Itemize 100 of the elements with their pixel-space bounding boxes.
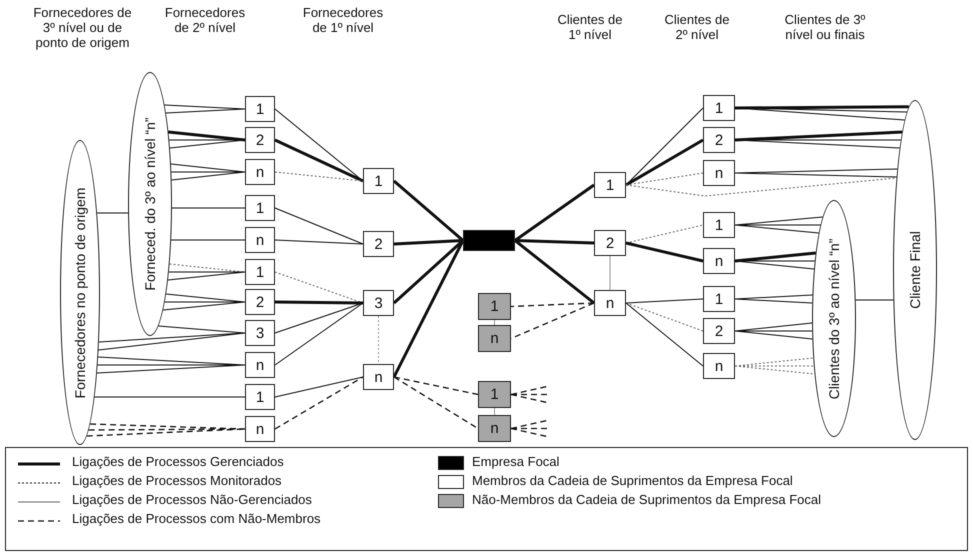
connector-line (94, 396, 246, 398)
column-header: Fornecedores de 3º nível ou de ponto de origem (32, 5, 133, 50)
connector-line (734, 298, 813, 304)
connector-line (626, 302, 704, 366)
member-box: 1 (703, 286, 735, 312)
member-box: n (245, 227, 275, 253)
ellipse-label: Clientes do 3º ao nível “n” (826, 238, 842, 399)
member-box: 1 (363, 168, 394, 194)
member-box: 1 (245, 259, 275, 285)
connector-line (394, 376, 478, 430)
connector-line (510, 428, 548, 438)
connector-line (274, 208, 364, 244)
connector-line (734, 216, 824, 226)
non-member-box: n (478, 415, 511, 442)
connector-line (168, 272, 246, 280)
connector-line (98, 332, 246, 350)
connector-line (626, 178, 897, 196)
member-box: n (703, 160, 735, 186)
connector-line (511, 428, 547, 430)
connector-line (168, 130, 246, 142)
legend-label: Ligações de Processos Gerenciados (72, 454, 284, 469)
connector-line (734, 224, 820, 234)
connector-line (734, 130, 902, 142)
connector-line (88, 428, 245, 431)
connector-line (514, 184, 595, 242)
connector-line (274, 300, 364, 304)
connector-line (166, 294, 246, 302)
connector-line (394, 239, 464, 246)
member-box: n (245, 416, 275, 442)
tier-ellipse (60, 140, 100, 445)
ellipse-label: Forneced. do 3º ao nível “n” (142, 117, 158, 291)
connector-line (378, 316, 379, 364)
connector-line (734, 172, 898, 178)
connector-line (169, 264, 246, 272)
connector-line (626, 172, 704, 186)
legend-label: Empresa Focal (472, 454, 560, 469)
connector-line (86, 428, 246, 437)
connector-line (626, 298, 704, 304)
connector-line (165, 108, 246, 114)
legend-label: Membros da Cadeia de Suprimentos da Empresa Focal (472, 473, 793, 488)
connector-line (274, 376, 364, 430)
legend-label: Ligações de Processos com Não-Membros (72, 511, 321, 526)
connector-line (510, 302, 594, 308)
connector-line (394, 376, 478, 396)
ellipse-label: Fornecedores no ponto de origem (72, 187, 88, 398)
member-box: 3 (245, 320, 275, 346)
column-header: Clientes de 1º nível (556, 12, 624, 42)
ellipse-label: Cliente Final (907, 231, 923, 309)
member-box: 1 (245, 96, 275, 122)
member-box: n (703, 248, 735, 274)
member-box: 2 (245, 127, 275, 153)
non-member-box: 1 (478, 381, 511, 408)
connector-line (734, 252, 816, 262)
connector-line (171, 172, 246, 180)
column-header: Clientes de 3º nível ou finais (784, 12, 866, 42)
connector-line (98, 332, 246, 342)
column-header: Fornecedores de 2º nível (164, 5, 246, 35)
connector-line (734, 224, 821, 226)
member-box: n (703, 353, 735, 379)
connector-line (626, 302, 704, 332)
connector-line (274, 138, 364, 182)
connector-line (393, 180, 464, 242)
connector-line (511, 394, 547, 396)
connector-line (494, 408, 495, 416)
connector-line (514, 239, 594, 244)
connector-line (274, 240, 364, 244)
member-box: 1 (594, 172, 626, 198)
connector-line (625, 138, 704, 186)
member-box: n (245, 352, 275, 378)
connector-line (96, 212, 129, 214)
legend-label: Não-Membros da Cadeia de Suprimentos da Empresa Focal (472, 492, 822, 507)
connector-line (510, 386, 548, 396)
connector-line (626, 242, 704, 262)
member-box: 1 (245, 384, 275, 410)
connector-line (734, 330, 813, 340)
member-box: 1 (703, 95, 735, 121)
connector-line (274, 302, 364, 334)
member-box: 2 (594, 230, 626, 256)
column-header: Clientes de 2º nível (663, 12, 731, 42)
legend-label: Ligações de Processos Monitorados (72, 473, 282, 488)
member-box: n (363, 364, 394, 390)
member-box: 2 (703, 318, 735, 344)
connector-line (514, 239, 595, 304)
connector-line (734, 322, 812, 332)
connector-line (162, 302, 246, 310)
member-box: 2 (245, 289, 275, 315)
connector-line (96, 364, 246, 374)
connector-line (274, 376, 364, 398)
connector-line (274, 302, 364, 366)
member-box: 3 (363, 290, 394, 316)
tier-ellipse (128, 72, 172, 336)
member-box: 1 (245, 195, 275, 221)
column-header: Fornecedores de 1º nível (302, 5, 384, 35)
member-box: 2 (703, 127, 735, 153)
member-box: n (245, 159, 275, 185)
member-box: 2 (363, 231, 394, 257)
connector-line (274, 172, 364, 182)
non-member-box: 1 (478, 293, 511, 320)
connector-line (494, 320, 495, 326)
focal-company-box (463, 230, 515, 251)
